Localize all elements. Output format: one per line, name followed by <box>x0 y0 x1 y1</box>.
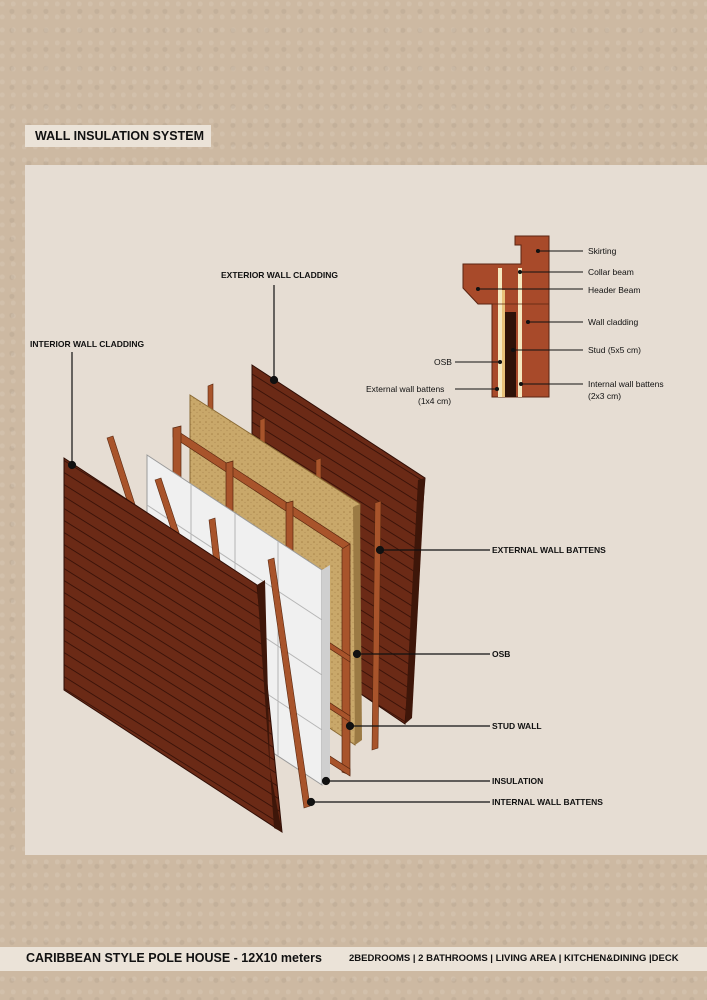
label-external-battens-1: External wall battens <box>366 384 445 394</box>
program-summary: 2BEDROOMS | 2 BATHROOMS | LIVING AREA | … <box>349 953 679 964</box>
footer-bar: CARIBBEAN STYLE POLE HOUSE - 12X10 meter… <box>0 947 707 971</box>
section-title: WALL INSULATION SYSTEM <box>25 125 211 147</box>
label-exterior-wall-cladding: EXTERIOR WALL CLADDING <box>221 270 338 280</box>
label-internal-wall-battens: INTERNAL WALL BATTENS <box>492 797 603 807</box>
section-leader-lines <box>455 248 583 392</box>
label-osb: OSB <box>492 649 511 659</box>
project-title: CARIBBEAN STYLE POLE HOUSE - 12X10 meter… <box>26 951 322 965</box>
label-stud: Stud (5x5 cm) <box>588 345 641 355</box>
label-internal-battens-1: Internal wall battens <box>588 379 664 389</box>
label-skirting: Skirting <box>588 246 617 256</box>
wall-section-detail <box>462 235 550 398</box>
label-insulation: INSULATION <box>492 776 544 786</box>
label-header-beam: Header Beam <box>588 285 641 295</box>
leader-lines <box>67 285 490 807</box>
label-external-wall-battens: EXTERNAL WALL BATTENS <box>492 545 606 555</box>
interior-wall-cladding <box>63 457 283 833</box>
label-wall-cladding: Wall cladding <box>588 317 639 327</box>
label-interior-wall-cladding: INTERIOR WALL CLADDING <box>30 339 145 349</box>
label-section-osb: OSB <box>434 357 452 367</box>
label-external-battens-2: (1x4 cm) <box>418 396 452 406</box>
label-internal-battens-2: (2x3 cm) <box>588 391 622 401</box>
label-stud-wall: STUD WALL <box>492 721 542 731</box>
label-collar-beam: Collar beam <box>588 267 634 277</box>
